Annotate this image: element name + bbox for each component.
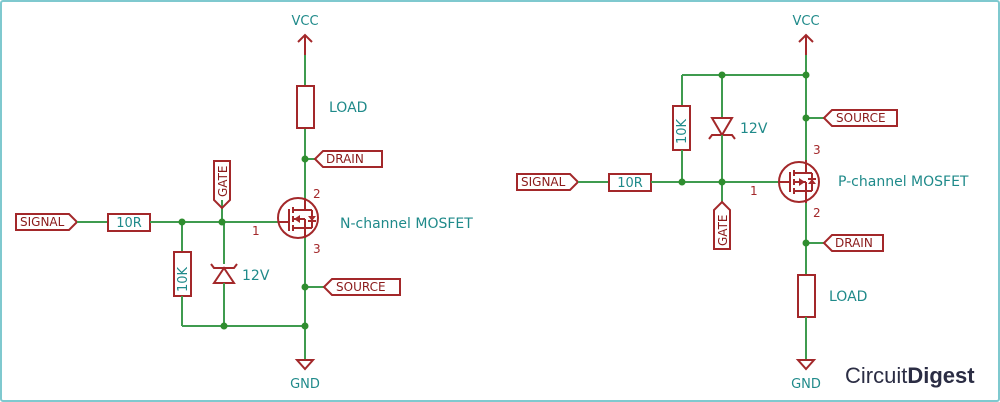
left-source-tag (322, 278, 401, 296)
right-vcc-symbol: VCC (792, 14, 820, 55)
right-signal-label: SIGNAL (521, 175, 566, 189)
right-drain-tag (822, 234, 884, 252)
left-pin-gate: 1 (252, 224, 260, 238)
right-load-resistor (797, 274, 816, 318)
left-gnd-label: GND (290, 377, 320, 392)
left-zener-diode (212, 266, 236, 284)
left-zener-label: 12V (242, 268, 270, 284)
left-pin-drain: 2 (313, 187, 321, 201)
brand-text: CircuitDigest (845, 363, 975, 388)
left-series-resistor-label: 10R (116, 216, 142, 231)
left-pulldown-resistor-label: 10K (176, 266, 191, 292)
left-vcc-label: VCC (291, 14, 318, 29)
right-mosfet-label: P-channel MOSFET (838, 174, 969, 190)
right-pmos-symbol (778, 160, 820, 203)
n-channel-circuit: VCC LOAD DRAIN SOURCE GND SIGNAL 10R 1 (15, 14, 473, 392)
left-load-label: LOAD (329, 100, 367, 116)
right-gate-tag (713, 200, 731, 250)
brand-part2: Digest (907, 363, 975, 388)
right-vcc-label: VCC (792, 14, 819, 29)
right-series-resistor-label: 10R (617, 176, 643, 191)
right-gnd-label: GND (791, 377, 821, 392)
left-vcc-symbol: VCC (291, 14, 319, 55)
right-pin-drain: 2 (813, 206, 821, 220)
left-pin-source: 3 (313, 242, 321, 256)
brand-part1: Circuit (845, 363, 907, 388)
p-channel-circuit: VCC 10K 12V SOURCE SIGNAL 10R 1 GATE (516, 14, 969, 392)
left-load-resistor (296, 85, 315, 129)
left-drain-label: DRAIN (326, 152, 364, 166)
right-pin-source: 3 (813, 143, 821, 157)
left-signal-label: SIGNAL (20, 215, 65, 229)
left-nmos-symbol (277, 197, 319, 239)
right-load-label: LOAD (829, 289, 867, 305)
left-signal-tag (15, 213, 79, 231)
left-gnd-symbol: GND (290, 359, 320, 392)
left-mosfet-label: N-channel MOSFET (340, 216, 473, 232)
left-gate-tag (213, 160, 231, 210)
right-drain-label: DRAIN (835, 236, 873, 250)
right-zener-label: 12V (740, 121, 768, 137)
right-pullup-resistor-label: 10K (675, 118, 690, 144)
circuitdigest-logo: CircuitDigest (845, 363, 975, 388)
left-drain-tag (313, 150, 383, 168)
right-zener-diode (710, 117, 734, 137)
right-gate-label: GATE (716, 215, 730, 247)
right-source-label: SOURCE (836, 111, 886, 125)
right-pin-gate: 1 (750, 184, 758, 198)
left-source-label: SOURCE (336, 280, 386, 294)
right-gnd-symbol: GND (791, 359, 821, 392)
left-gate-label: GATE (216, 166, 230, 198)
right-source-tag (822, 109, 898, 127)
right-signal-tag (516, 173, 580, 191)
